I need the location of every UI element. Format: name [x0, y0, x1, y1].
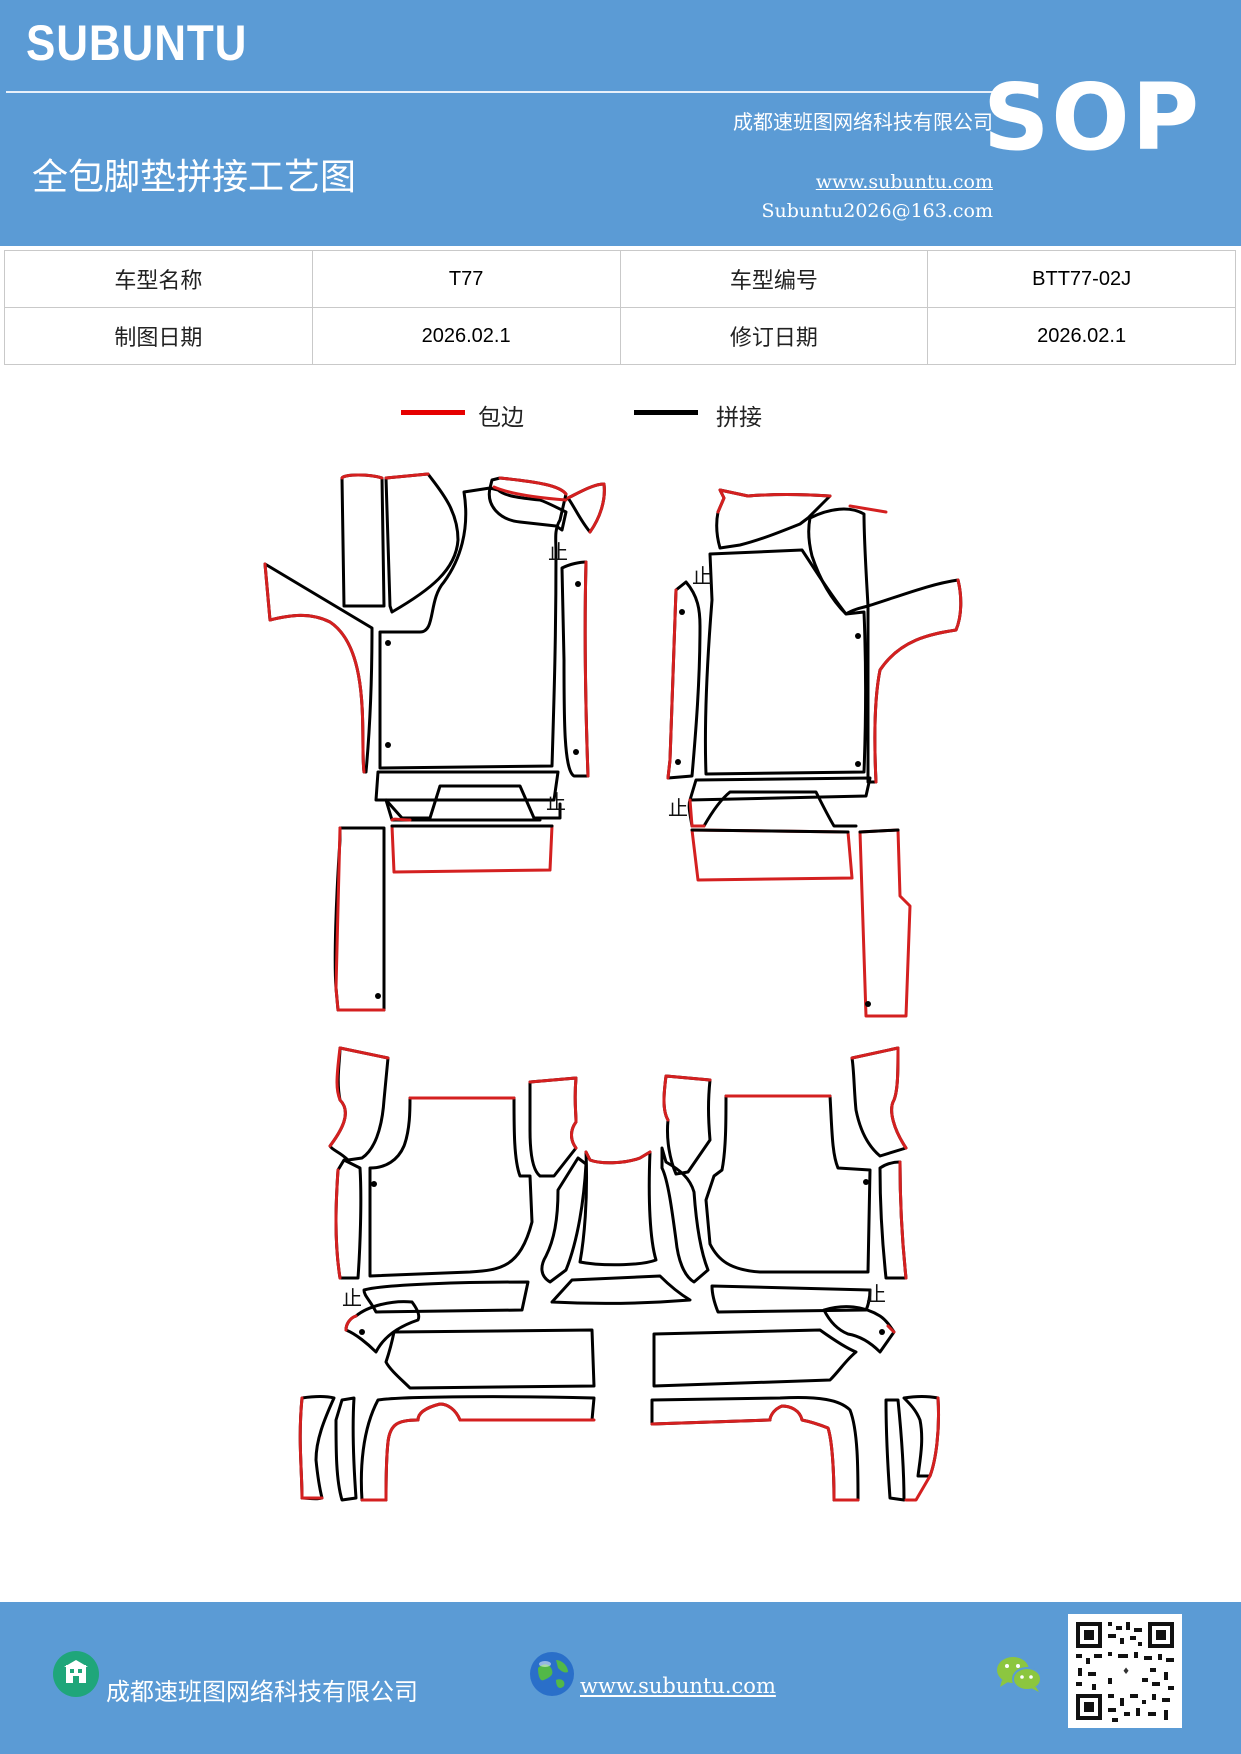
rear-right-mat [650, 1046, 940, 1502]
revise-date-label: 修订日期 [619, 307, 929, 365]
stop-mark: 止 [546, 790, 566, 814]
draw-date-label: 制图日期 [4, 307, 313, 365]
brand-logo: SUBUNTU [26, 15, 248, 71]
stop-mark: 止 [342, 1286, 362, 1310]
wechat-icon[interactable] [996, 1654, 1042, 1694]
header-website-link[interactable]: www.subuntu.com [815, 171, 993, 193]
stop-marks: 止 止 止 止 止 止 [342, 540, 886, 1310]
legend: 包边 拼接 [0, 398, 1241, 442]
legend-edge-swatch [401, 410, 465, 415]
footer-banner: 成都速班图网络科技有限公司 www.subuntu.com [0, 1602, 1241, 1754]
front-right-mat [666, 488, 963, 1018]
document-title: 全包脚垫拼接工艺图 [32, 157, 357, 198]
info-row: 车型名称 T77 车型编号 BTT77-02J [4, 250, 1236, 308]
model-code-label: 车型编号 [619, 250, 929, 308]
stop-mark: 止 [668, 796, 688, 820]
qr-code: ♦ [1068, 1614, 1182, 1728]
header-email: Subuntu2026@163.com [761, 200, 993, 222]
stop-mark: 止 [548, 540, 568, 564]
footer-company: 成都速班图网络科技有限公司 [106, 1678, 418, 1706]
model-name-value: T77 [311, 250, 621, 308]
header-banner: SUBUNTU 成都速班图网络科技有限公司 全包脚垫拼接工艺图 www.subu… [0, 0, 1241, 246]
footer-website-link[interactable]: www.subuntu.com [580, 1674, 776, 1698]
legend-joint-swatch [634, 410, 698, 415]
draw-date-value: 2026.02.1 [311, 307, 621, 365]
front-left-mat [263, 472, 606, 1012]
revise-date-value: 2026.02.1 [927, 307, 1236, 365]
header-divider [6, 91, 993, 93]
rear-center-mat [550, 1146, 710, 1305]
rear-left-mat [298, 1046, 596, 1502]
globe-icon [530, 1652, 574, 1696]
floor-mat-diagram: 止 止 止 止 止 止 [263, 472, 963, 1502]
sop-badge: SOP [983, 64, 1201, 171]
model-name-label: 车型名称 [4, 250, 313, 308]
svg-text:♦: ♦ [1122, 1667, 1130, 1677]
building-icon [53, 1651, 99, 1697]
info-row: 制图日期 2026.02.1 修订日期 2026.02.1 [4, 307, 1236, 365]
header-company: 成都速班图网络科技有限公司 [733, 110, 993, 134]
stop-mark: 止 [692, 564, 712, 588]
legend-edge-label: 包边 [478, 405, 524, 431]
legend-joint-label: 拼接 [716, 405, 762, 431]
model-code-value: BTT77-02J [927, 250, 1236, 308]
stop-mark: 止 [866, 1282, 886, 1306]
info-table: 车型名称 T77 车型编号 BTT77-02J 制图日期 2026.02.1 修… [4, 250, 1236, 365]
